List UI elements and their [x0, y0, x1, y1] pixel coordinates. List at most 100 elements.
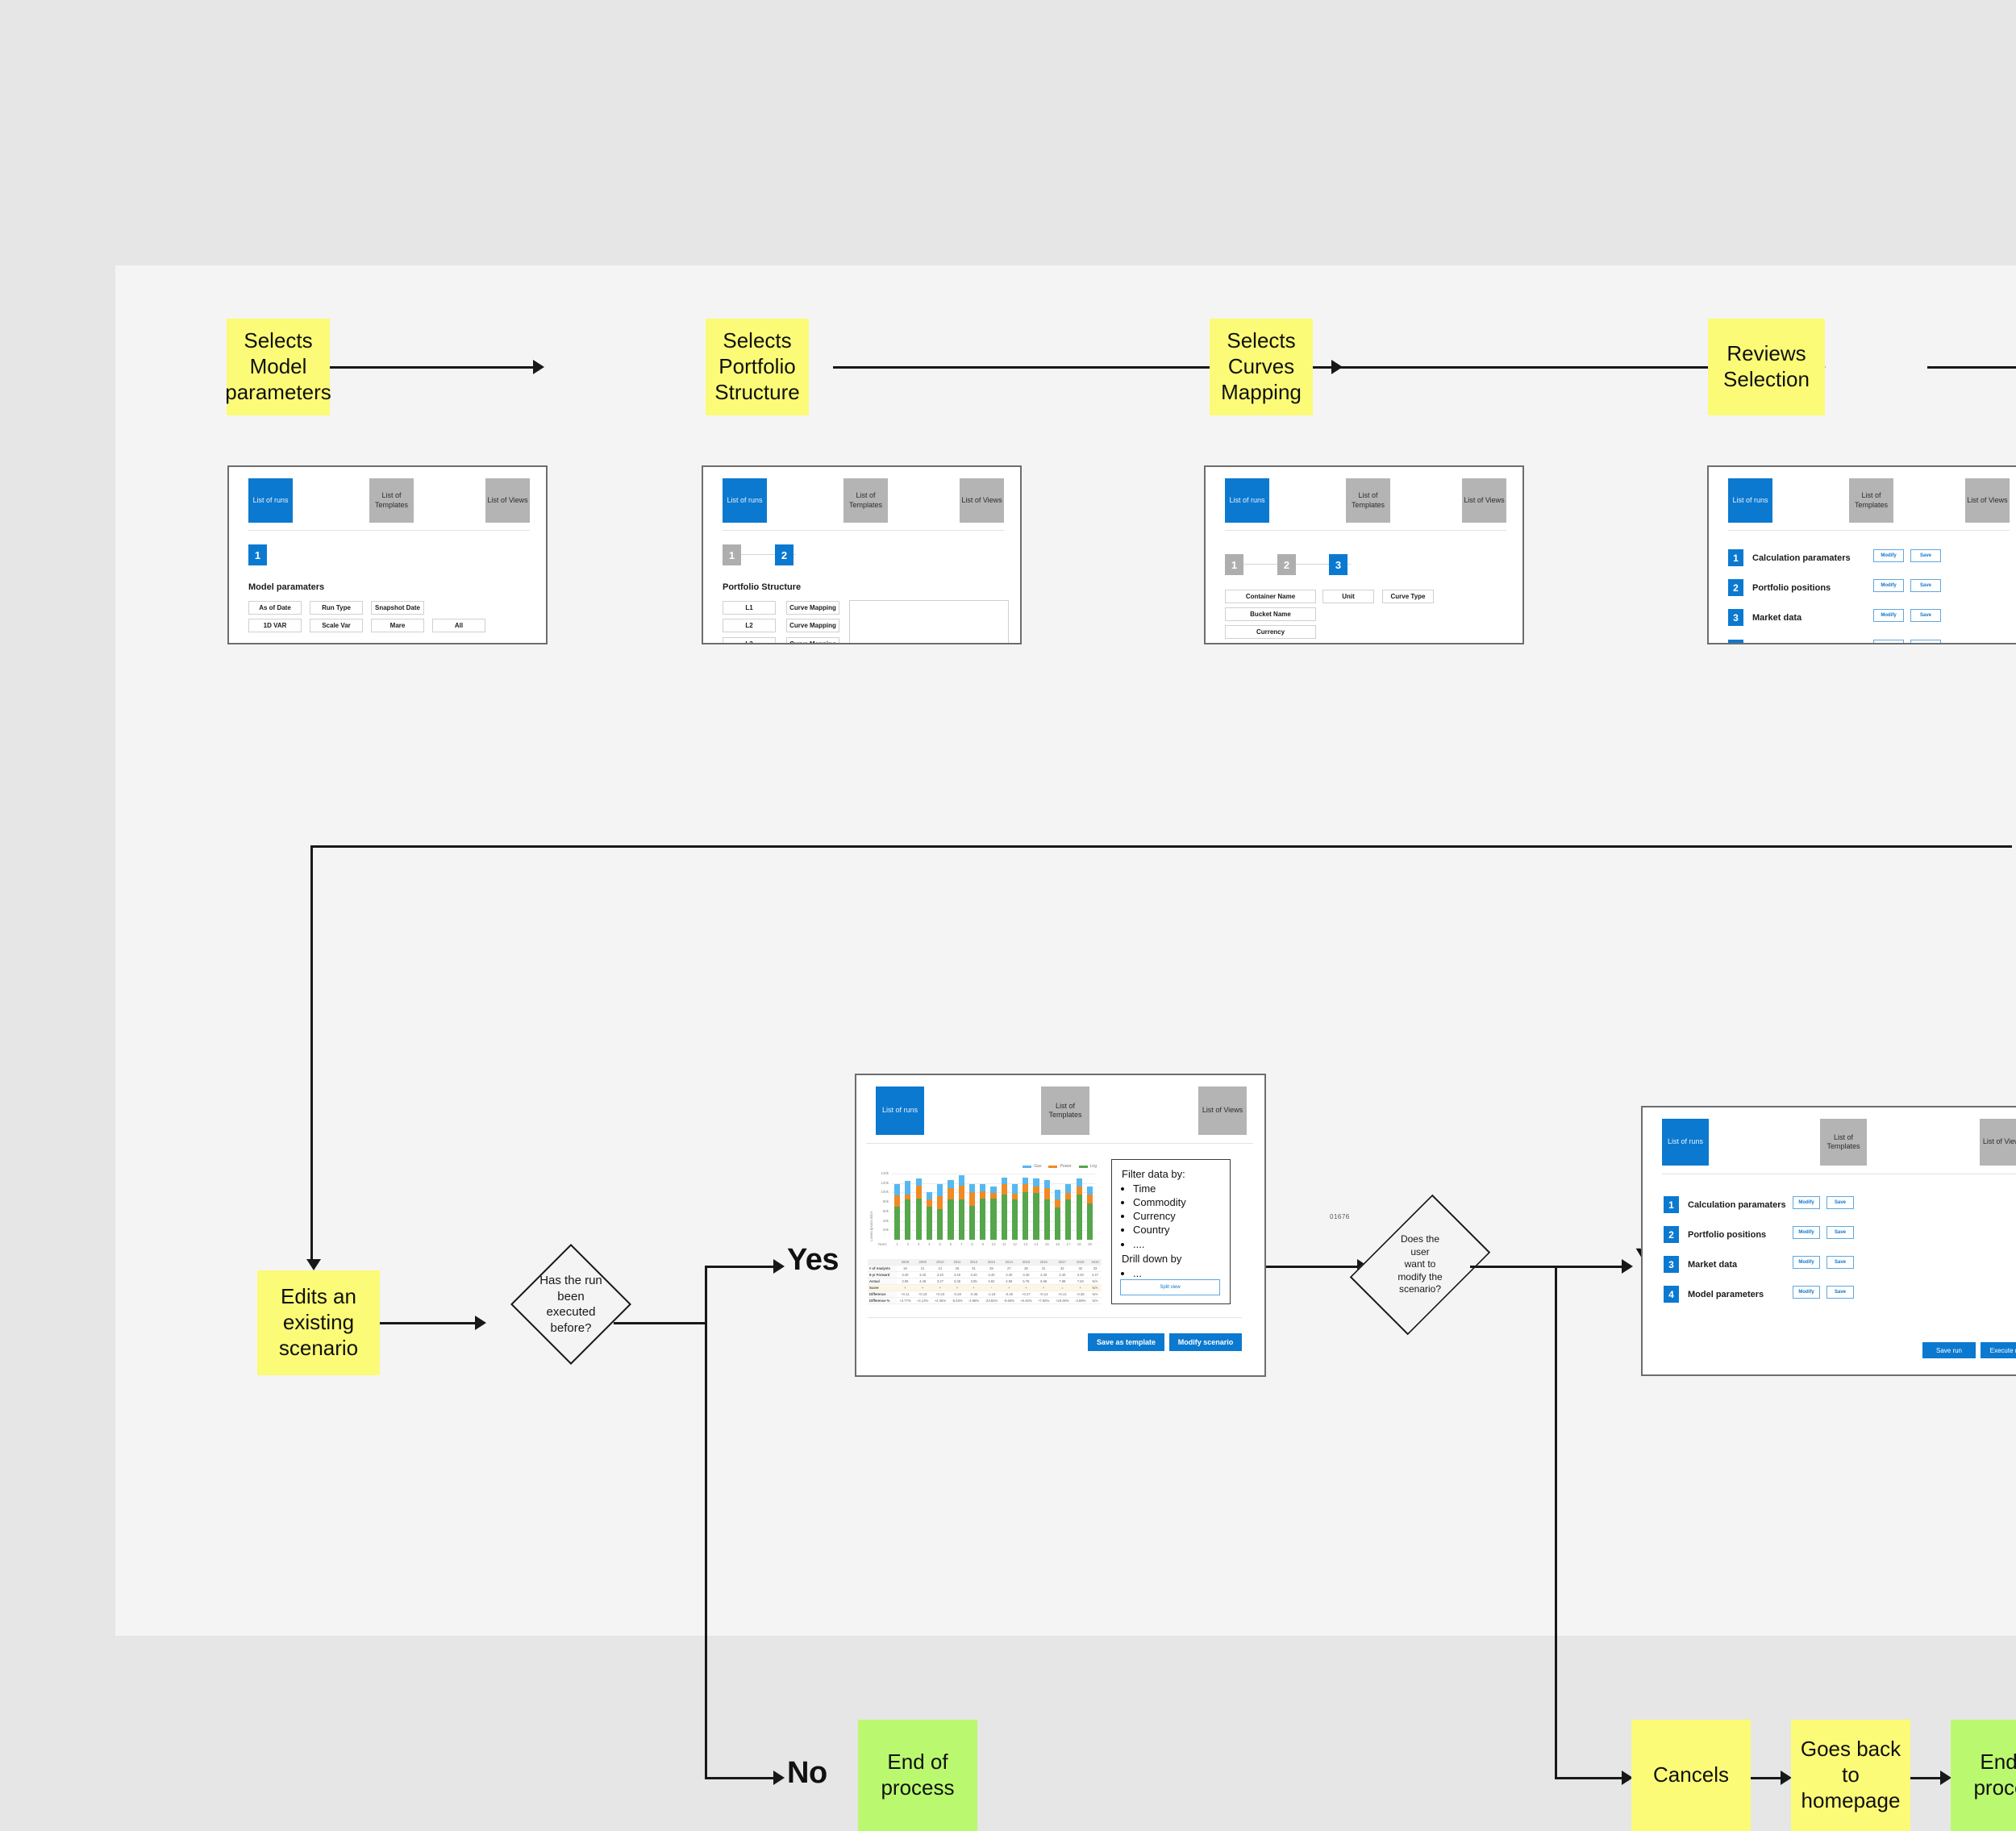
field-mare[interactable]: Mare: [371, 619, 424, 632]
nav-list-of-views[interactable]: List of Views: [960, 478, 1004, 523]
field-1d-var[interactable]: 1D VAR: [248, 619, 302, 632]
save-button-1[interactable]: Save: [1910, 549, 1941, 562]
arrowhead-step2: [533, 360, 544, 374]
nav-list-of-views[interactable]: List of Views: [1198, 1087, 1247, 1135]
decision-does-user-want-to-modify[interactable]: Does the user want to modify the scenari…: [1349, 1194, 1491, 1336]
save-button-1[interactable]: Save: [1826, 1196, 1854, 1209]
nav-list-of-templates[interactable]: List of Templates: [843, 478, 888, 523]
step-badge-3[interactable]: 3: [1329, 554, 1347, 575]
nav-list-of-templates[interactable]: List of Templates: [1346, 478, 1390, 523]
table-cell: +0.19: [914, 1291, 932, 1298]
save-run-button[interactable]: Save run: [1922, 1342, 1976, 1358]
note-cancels[interactable]: Cancels: [1631, 1720, 1751, 1831]
note-reviews-selection[interactable]: Reviews Selection: [1708, 319, 1825, 415]
table-cell: +0.13: [1035, 1291, 1053, 1298]
nav-list-of-runs[interactable]: List of runs: [1225, 478, 1269, 523]
field-level-l1[interactable]: L1: [723, 601, 776, 615]
nav-list-of-templates[interactable]: List of Templates: [1820, 1119, 1867, 1166]
button-label: Save: [1919, 553, 1931, 558]
step-number: 3: [1335, 558, 1342, 571]
step-badge-1[interactable]: 1: [248, 544, 267, 565]
nav-list-of-templates[interactable]: List of Templates: [1041, 1087, 1089, 1135]
nav-list-of-templates[interactable]: List of Templates: [369, 478, 414, 523]
step-badge-1[interactable]: 1: [1225, 554, 1243, 575]
nav-list-of-runs[interactable]: List of runs: [723, 478, 767, 523]
field-curve-type[interactable]: Curve Type: [1382, 590, 1434, 603]
modify-button-3[interactable]: Modify: [1873, 609, 1904, 622]
step-badge-2[interactable]: 2: [775, 544, 793, 565]
save-button-4[interactable]: Save: [1910, 640, 1941, 643]
note-edits-existing-scenario[interactable]: Edits an existing scenario: [257, 1270, 380, 1375]
chart-bar-segment: [926, 1207, 932, 1240]
note-goes-back-to-homepage[interactable]: Goes back to homepage: [1791, 1720, 1910, 1831]
button-label: Save: [1919, 613, 1931, 618]
field-curve-mapping-1[interactable]: Curve Mapping: [786, 601, 839, 615]
field-snapshot-date[interactable]: Snapshot Date: [371, 601, 424, 615]
nav-label: List of runs: [1229, 495, 1265, 504]
nav-list-of-views[interactable]: List of Views: [1980, 1119, 2016, 1166]
nav-list-of-templates[interactable]: List of Templates: [1849, 478, 1893, 523]
field-level-l2[interactable]: L2: [723, 619, 776, 632]
modify-button-1[interactable]: Modify: [1793, 1196, 1820, 1209]
filter-item[interactable]: Commodity: [1133, 1195, 1220, 1209]
nav-list-of-runs[interactable]: List of runs: [1662, 1119, 1709, 1166]
filter-item[interactable]: Currency: [1133, 1209, 1220, 1223]
modify-button-3[interactable]: Modify: [1793, 1256, 1820, 1269]
nav-list-of-views[interactable]: List of Views: [485, 478, 530, 523]
filter-item[interactable]: Time: [1133, 1182, 1220, 1195]
field-unit[interactable]: Unit: [1322, 590, 1374, 603]
chart-bar-segment: [1033, 1193, 1039, 1240]
save-as-template-button[interactable]: Save as template: [1088, 1333, 1164, 1351]
filter-item[interactable]: Country: [1133, 1223, 1220, 1237]
save-button-4[interactable]: Save: [1826, 1286, 1854, 1299]
label-yes-1: Yes: [787, 1243, 839, 1278]
note-end-of-process-right[interactable]: End of process: [1951, 1720, 2016, 1831]
field-level-l3[interactable]: L3: [723, 637, 776, 643]
review-row-2: 2 Portfolio positions: [1728, 579, 1831, 596]
decision-has-run-been-executed[interactable]: Has the run been executed before?: [510, 1244, 631, 1365]
field-all[interactable]: All: [432, 619, 485, 632]
table-cell: 19: [896, 1265, 914, 1272]
field-as-of-date[interactable]: As of Date: [248, 601, 302, 615]
save-button-3[interactable]: Save: [1910, 609, 1941, 622]
field-curve-mapping-3[interactable]: Curve Mapping: [786, 637, 839, 643]
nav-list-of-runs[interactable]: List of runs: [1728, 478, 1772, 523]
table-row-header: Score: [868, 1284, 897, 1291]
field-container-name[interactable]: Container Name: [1225, 590, 1316, 603]
modify-button-4[interactable]: Modify: [1873, 640, 1904, 643]
step-badge-2[interactable]: 2: [1277, 554, 1296, 575]
field-bucket-name[interactable]: Bucket Name: [1225, 607, 1316, 621]
modify-scenario-button[interactable]: Modify scenario: [1169, 1333, 1242, 1351]
divider-bottom: [868, 1317, 1242, 1318]
save-button-3[interactable]: Save: [1826, 1256, 1854, 1269]
modify-button-2[interactable]: Modify: [1793, 1226, 1820, 1239]
note-end-of-process-left[interactable]: End of process: [858, 1720, 977, 1831]
nav-label: List of runs: [1667, 1137, 1704, 1146]
execute-run-button[interactable]: Execute run: [1981, 1342, 2016, 1358]
nav-list-of-runs[interactable]: List of runs: [876, 1087, 924, 1135]
modify-button-2[interactable]: Modify: [1873, 579, 1904, 592]
modify-button-1[interactable]: Modify: [1873, 549, 1904, 562]
nav-list-of-views[interactable]: List of Views: [1965, 478, 2010, 523]
chart-x-tick: 19: [1087, 1242, 1092, 1246]
field-run-type[interactable]: Run Type: [310, 601, 363, 615]
filter-item[interactable]: ....: [1133, 1237, 1220, 1251]
save-button-2[interactable]: Save: [1910, 579, 1941, 592]
step-badge-1[interactable]: 1: [723, 544, 741, 565]
label-no-1: No: [787, 1756, 827, 1791]
drill-item[interactable]: ...: [1133, 1266, 1220, 1280]
note-selects-portfolio-structure[interactable]: Selects Portfolio Structure: [706, 319, 809, 415]
nav-list-of-runs[interactable]: List of runs: [248, 478, 293, 523]
field-curve-mapping-2[interactable]: Curve Mapping: [786, 619, 839, 632]
modify-button-4[interactable]: Modify: [1793, 1286, 1820, 1299]
field-scale-var[interactable]: Scale Var: [310, 619, 363, 632]
mapping-preview-panel[interactable]: [849, 600, 1009, 643]
field-currency[interactable]: Currency: [1225, 625, 1316, 639]
note-label: End of process: [881, 1750, 955, 1800]
split-view-button[interactable]: Split view: [1120, 1279, 1220, 1295]
note-selects-curves-mapping[interactable]: Selects Curves Mapping: [1210, 319, 1313, 415]
note-selects-model-parameters[interactable]: Selects Model parameters: [225, 319, 331, 415]
nav-list-of-views[interactable]: List of Views: [1462, 478, 1506, 523]
save-button-2[interactable]: Save: [1826, 1226, 1854, 1239]
table-cell: +0.13: [1052, 1291, 1073, 1298]
